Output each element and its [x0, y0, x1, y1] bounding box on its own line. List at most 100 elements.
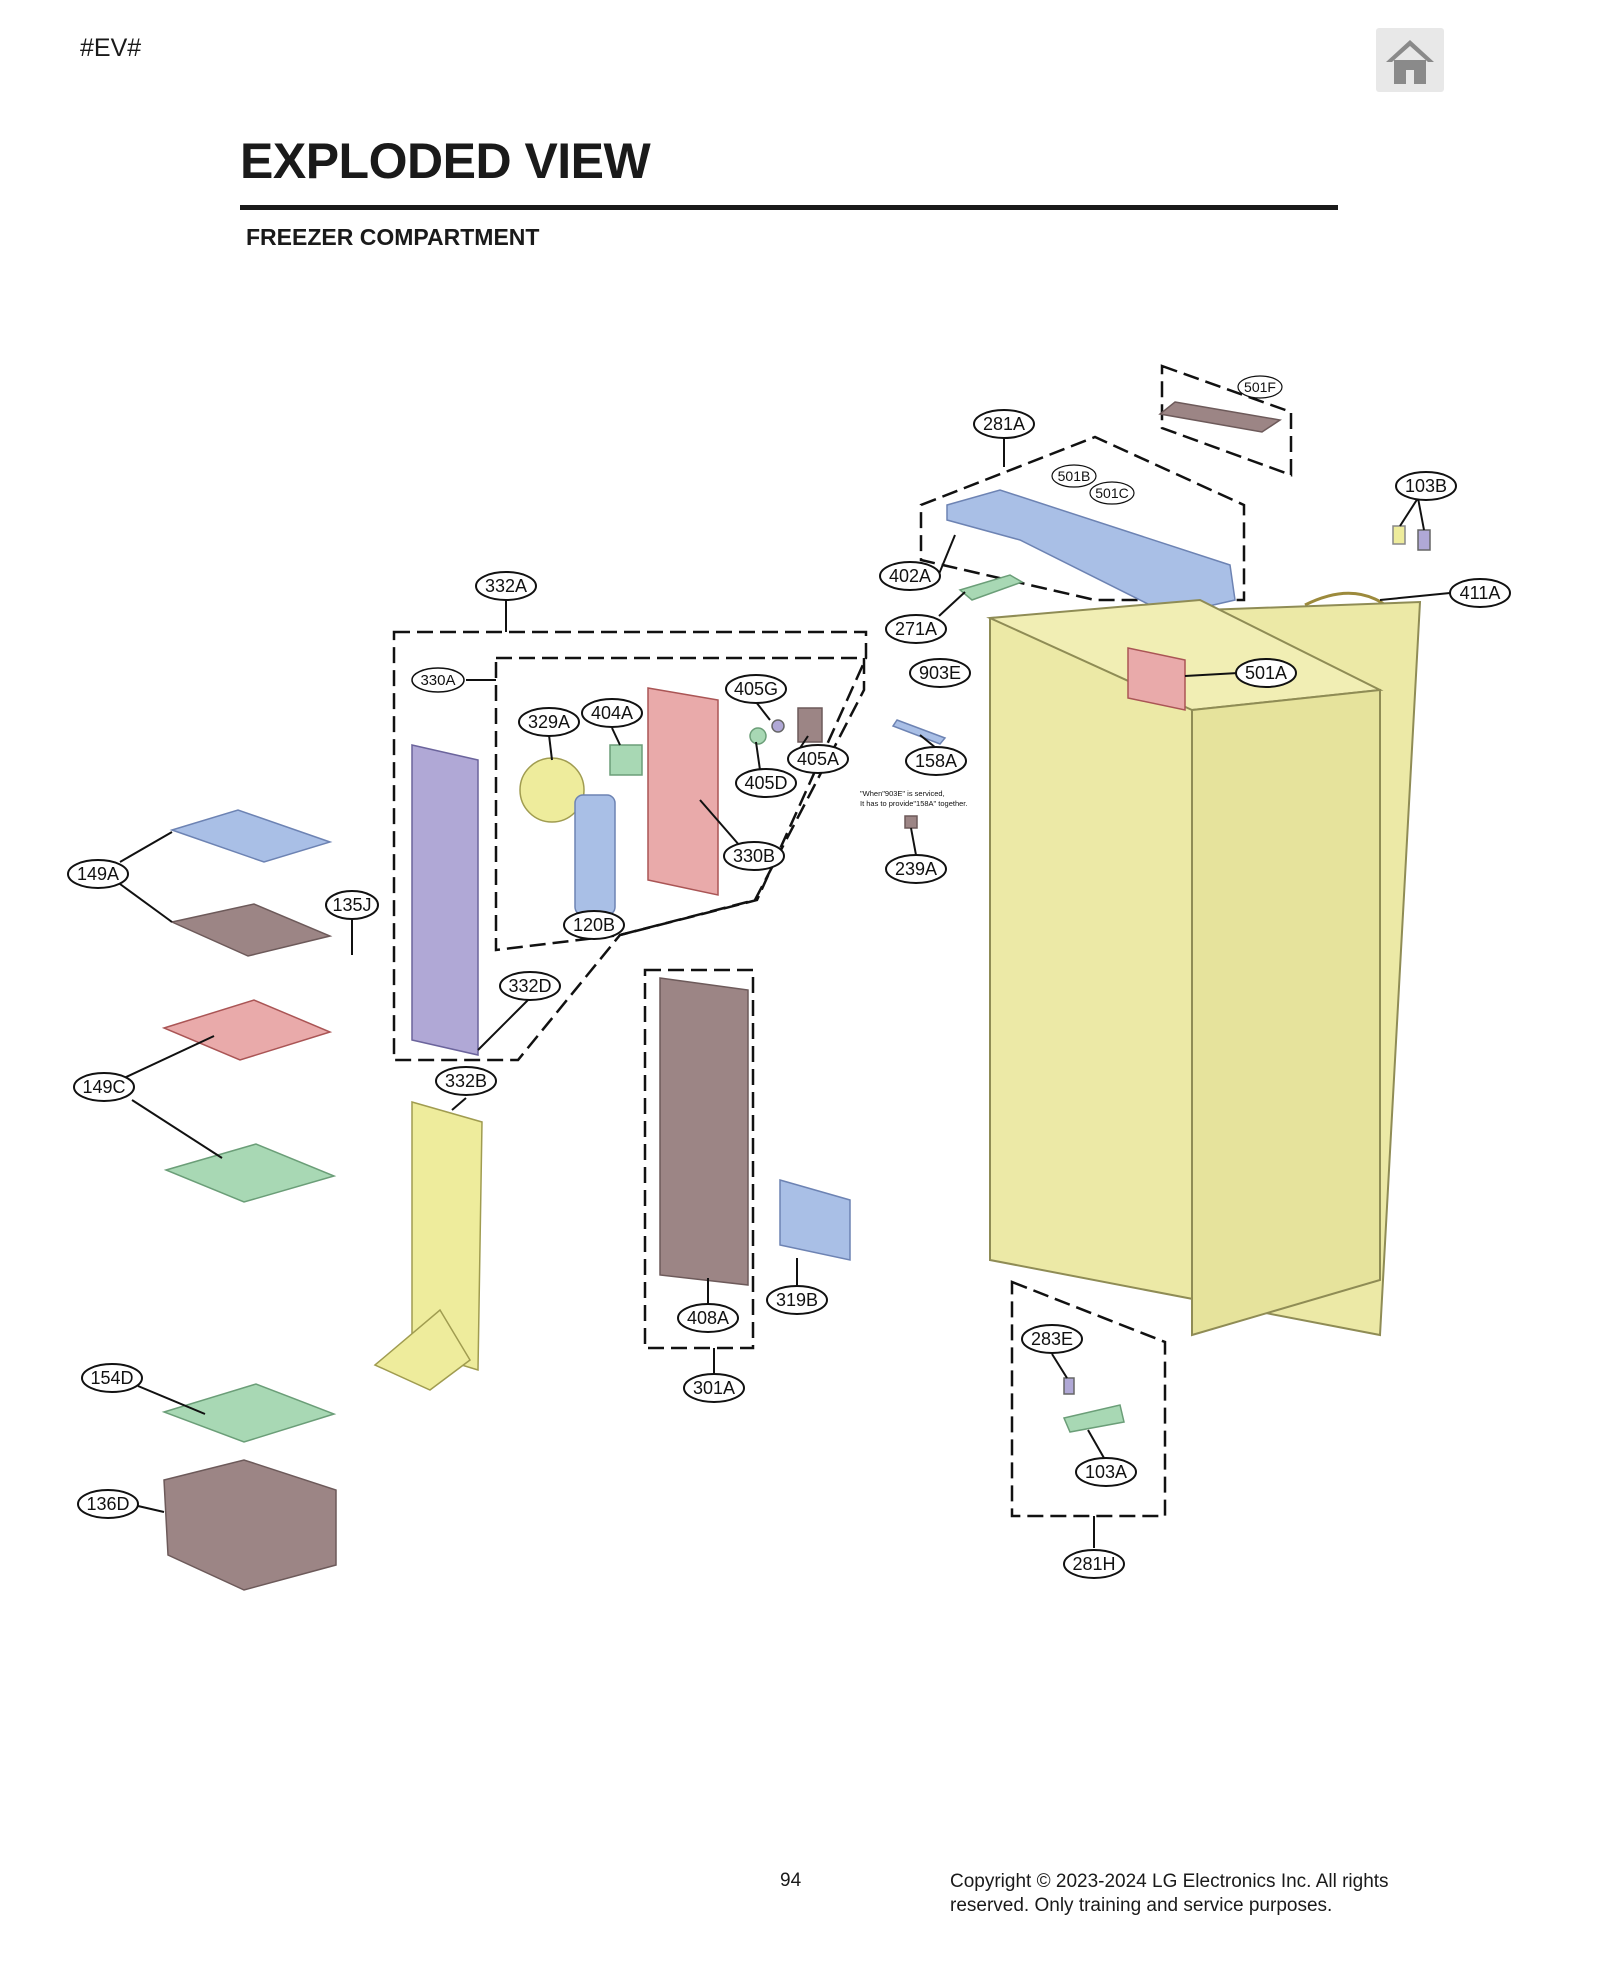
part-239A: [904, 815, 918, 829]
service-note-line2: It has to provide"158A" together.: [860, 799, 967, 808]
part-136D: [163, 1459, 337, 1591]
svg-text:329A: 329A: [528, 712, 570, 732]
callout-332B: 332B: [435, 1066, 497, 1096]
svg-text:411A: 411A: [1460, 583, 1501, 603]
copyright-notice: Copyright © 2023-2024 LG Electronics Inc…: [950, 1870, 1450, 1918]
part-shapes: [161, 401, 1431, 1591]
callout-411A: 411A: [1449, 578, 1511, 608]
svg-text:136D: 136D: [86, 1494, 129, 1514]
svg-text:103A: 103A: [1085, 1462, 1127, 1482]
callout-405G: 405G: [725, 674, 787, 704]
part-408A: [659, 977, 749, 1286]
svg-text:281A: 281A: [983, 414, 1025, 434]
callout-405D: 405D: [735, 768, 797, 798]
svg-text:154D: 154D: [90, 1368, 133, 1388]
part-281A: [946, 489, 1236, 616]
part-cabinet-side: [1191, 688, 1381, 1337]
part-332B-duct: [373, 1308, 471, 1391]
callout-281H: 281H: [1063, 1549, 1125, 1579]
callout-103B: 103B: [1395, 471, 1457, 501]
svg-text:103B: 103B: [1405, 476, 1447, 496]
svg-text:135J: 135J: [332, 895, 371, 915]
callout-329A: 329A: [518, 707, 580, 737]
copyright-line-1: Copyright © 2023-2024 LG Electronics Inc…: [950, 1871, 1389, 1892]
svg-text:319B: 319B: [776, 1290, 818, 1310]
part-154D: [161, 1383, 337, 1443]
group-box-301A: [643, 968, 755, 1350]
callout-903E: 903E: [909, 658, 971, 688]
service-note: "When"903E" is serviced, It has to provi…: [860, 789, 967, 808]
callout-239A: 239A: [885, 854, 947, 884]
svg-text:330A: 330A: [420, 672, 455, 689]
callout-149A: 149A: [67, 859, 129, 889]
part-283E: [1063, 1377, 1075, 1395]
group-box-281A: [919, 435, 1246, 602]
svg-text:501B: 501B: [1058, 468, 1091, 484]
part-405A: [797, 707, 823, 743]
svg-text:903E: 903E: [919, 663, 961, 683]
part-332D: [411, 744, 479, 1056]
svg-text:405A: 405A: [797, 749, 839, 769]
callout-158A: 158A: [905, 746, 967, 776]
svg-text:239A: 239A: [895, 859, 937, 879]
callout-120B: 120B: [563, 910, 625, 940]
home-icon: [1386, 40, 1434, 84]
part-332B: [411, 1101, 483, 1372]
callout-135J: 135J: [325, 890, 379, 920]
svg-text:332D: 332D: [508, 976, 551, 996]
svg-text:405G: 405G: [734, 679, 778, 699]
group-box-501F: [1160, 364, 1293, 477]
part-103B-a: [1392, 525, 1406, 545]
part-103B-b: [1417, 529, 1431, 551]
callout-501F: 501F: [1237, 375, 1283, 399]
svg-text:149C: 149C: [82, 1077, 125, 1097]
svg-text:281H: 281H: [1072, 1554, 1115, 1574]
callout-501B: 501B: [1051, 464, 1097, 488]
svg-text:158A: 158A: [915, 751, 957, 771]
svg-text:332B: 332B: [445, 1071, 487, 1091]
part-501F: [1158, 401, 1282, 433]
part-330B: [647, 687, 719, 896]
callout-332D: 332D: [499, 971, 561, 1001]
svg-text:330B: 330B: [733, 846, 775, 866]
part-501A: [1127, 647, 1186, 711]
callout-149C: 149C: [73, 1072, 135, 1102]
svg-text:301A: 301A: [693, 1378, 735, 1398]
group-box-330A: [494, 656, 866, 952]
callout-283E: 283E: [1021, 1324, 1083, 1354]
part-404A: [609, 744, 643, 776]
svg-text:120B: 120B: [573, 915, 615, 935]
leader-lines: [119, 437, 1451, 1548]
callout-319B: 319B: [766, 1285, 828, 1315]
section-title: FREEZER COMPARTMENT: [246, 224, 540, 250]
callout-301A: 301A: [683, 1373, 745, 1403]
callout-501C: 501C: [1089, 481, 1135, 505]
part-271A: [958, 574, 1024, 601]
part-405G: [771, 719, 785, 733]
callout-404A: 404A: [581, 698, 643, 728]
svg-text:501C: 501C: [1095, 485, 1128, 501]
callout-408A: 408A: [677, 1303, 739, 1333]
home-button[interactable]: [1376, 28, 1444, 92]
svg-text:501A: 501A: [1245, 663, 1287, 683]
part-shelf-149C-bottom: [163, 1143, 337, 1203]
callout-330B: 330B: [723, 841, 785, 871]
page-tag: #EV#: [80, 34, 142, 62]
svg-text:149A: 149A: [77, 864, 119, 884]
page-title: EXPLODED VIEW: [240, 133, 651, 189]
svg-text:271A: 271A: [895, 619, 937, 639]
copyright-line-2: reserved. Only training and service purp…: [950, 1895, 1333, 1916]
part-405D: [749, 727, 767, 745]
callout-501A: 501A: [1235, 658, 1297, 688]
svg-text:405D: 405D: [744, 773, 787, 793]
svg-text:404A: 404A: [591, 703, 633, 723]
callout-136D: 136D: [77, 1489, 139, 1519]
page-number: 94: [780, 1870, 802, 1891]
callout-271A: 271A: [885, 614, 947, 644]
callout-330A: 330A: [411, 667, 465, 693]
service-note-line1: "When"903E" is serviced,: [860, 789, 945, 798]
part-103A: [1062, 1404, 1125, 1433]
callout-103A: 103A: [1075, 1457, 1137, 1487]
svg-text:501F: 501F: [1244, 379, 1276, 395]
